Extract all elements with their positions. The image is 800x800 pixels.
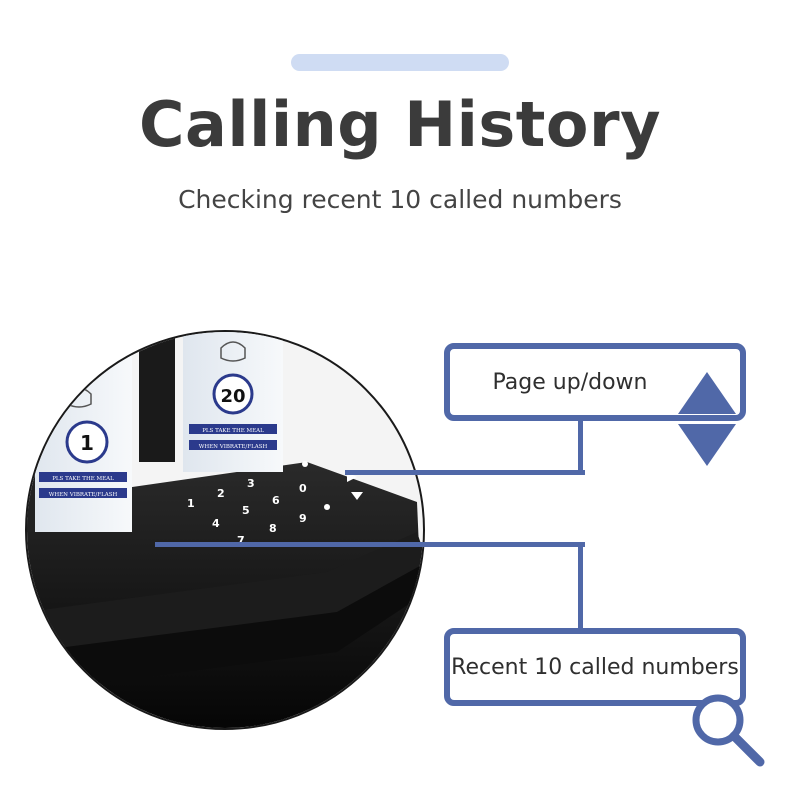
header-accent-pill	[291, 54, 509, 71]
coffee-cup-icon	[66, 387, 92, 408]
card-right-number: 20	[220, 386, 245, 407]
product-zoom-view: 1 PLS TAKE THE MEAL WHEN VIBRATE/FLASH 2…	[25, 330, 425, 730]
leader-line-recent-vertical	[578, 542, 583, 630]
keypad-key: 1	[187, 497, 195, 510]
card-left-text-line1: PLS TAKE THE MEAL	[52, 476, 114, 482]
leader-line-recent-horizontal	[155, 542, 585, 547]
card-left-number-badge	[65, 420, 109, 464]
keypad-key: 9	[299, 512, 307, 525]
page-title: Calling History	[139, 88, 661, 161]
call-key-icon	[324, 504, 330, 510]
keypad-key: 0	[299, 482, 307, 495]
keypad-key: 2	[217, 487, 225, 500]
card-left-number: 1	[80, 431, 94, 455]
settings-key-icon	[302, 461, 308, 467]
magnifier-icon	[692, 694, 765, 767]
keypad-key: 7	[237, 534, 245, 547]
callout-recent-numbers-label: Recent 10 called numbers	[451, 654, 739, 680]
callout-recent-numbers: Recent 10 called numbers	[444, 628, 746, 706]
product-illustration: 1 PLS TAKE THE MEAL WHEN VIBRATE/FLASH 2…	[27, 332, 423, 728]
page-subtitle: Checking recent 10 called numbers	[178, 185, 622, 214]
card-right-text-line2: WHEN VIBRATE/FLASH	[199, 444, 268, 450]
page-up-key-icon	[351, 492, 363, 500]
leader-line-pageup-vertical	[578, 421, 583, 475]
keypad: 1 2 3 4 5 6 7 8 9 0	[187, 477, 307, 547]
keypad-key: 6	[272, 494, 280, 507]
keypad-key: 3	[247, 477, 255, 490]
keypad-key: 5	[242, 504, 250, 517]
leader-line-pageup-horizontal	[345, 470, 585, 475]
card-right-text-line1: PLS TAKE THE MEAL	[202, 428, 264, 434]
callout-page-updown-label: Page up/down	[492, 369, 648, 395]
coffee-cup-icon	[220, 341, 246, 362]
keypad-key: 4	[212, 517, 220, 530]
up-down-triangles-icon	[678, 372, 736, 466]
keypad-key: 8	[269, 522, 277, 535]
card-left-text-line2: WHEN VIBRATE/FLASH	[49, 492, 118, 498]
card-right-number-badge	[212, 373, 254, 415]
